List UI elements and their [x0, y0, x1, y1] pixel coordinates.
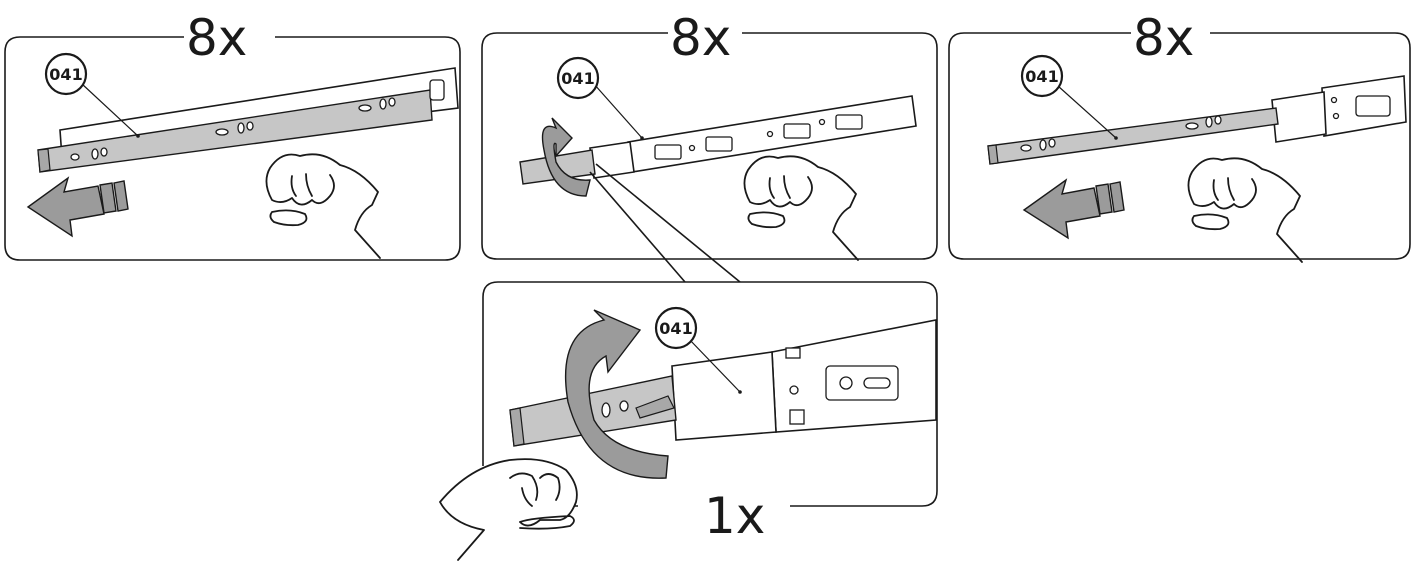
- zoom-line-right: [595, 163, 741, 283]
- step-1-part-badge: 041: [44, 52, 88, 96]
- step-3-hand: [1187, 157, 1303, 263]
- detail-drawer-rail: [509, 319, 937, 447]
- step-1-drawer-rail: [37, 67, 459, 173]
- step-3-leader: [1057, 85, 1117, 139]
- step-3-part-badge: 041: [1020, 54, 1064, 98]
- step-2-part-number: 041: [561, 69, 594, 88]
- step-1-pull-arrow: [26, 176, 129, 238]
- step-3-panel: 8x 041: [948, 9, 1411, 263]
- detail-rotate-arrow: [564, 309, 669, 479]
- step-1-count: 8x: [186, 9, 247, 67]
- step-2-hand: [743, 155, 859, 261]
- detail-part-badge: 041: [654, 306, 698, 350]
- step-3-drawer-rail: [987, 75, 1407, 165]
- detail-part-number: 041: [659, 319, 692, 338]
- step-2-panel: 8x 041: [481, 9, 938, 283]
- step-2-rotate-arrow: [541, 117, 591, 197]
- detail-leader: [687, 337, 741, 393]
- step-1-panel: 8x 041: [4, 9, 461, 261]
- step-2-part-badge: 041: [556, 56, 600, 100]
- step-3-pull-arrow: [1022, 178, 1125, 240]
- detail-hand: [439, 458, 578, 561]
- detail-count: 1x: [704, 487, 765, 545]
- step-1-part-number: 041: [49, 65, 82, 84]
- step-3-part-number: 041: [1025, 67, 1058, 86]
- step-3-count: 8x: [1133, 9, 1194, 67]
- step-1-leader: [81, 83, 139, 137]
- zoom-line-left: [589, 171, 686, 283]
- step-2-count: 8x: [670, 9, 731, 67]
- detail-panel: 1x 041: [439, 281, 938, 561]
- step-2-leader: [593, 83, 643, 139]
- step-1-hand: [265, 153, 381, 259]
